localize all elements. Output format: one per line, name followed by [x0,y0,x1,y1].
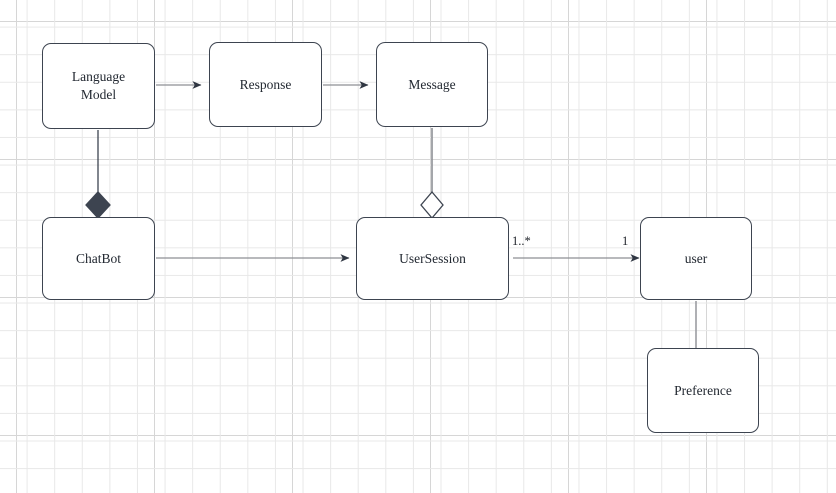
node-chatbot-label: ChatBot [75,250,121,266]
multiplicity-user: 1 [622,234,629,248]
node-language-model[interactable]: Language Model [42,43,155,129]
node-preference-label: Preference [674,382,732,398]
node-user[interactable]: user [640,217,752,300]
node-language-model-label: Language Model [71,69,126,102]
node-usersession[interactable]: UserSession [356,217,509,300]
edge-message-to-usersession [420,128,444,220]
node-response[interactable]: Response [209,42,322,127]
node-usersession-label: UserSession [399,250,466,266]
node-message[interactable]: Message [376,42,488,127]
hollow-diamond-icon [420,190,444,220]
node-message-label: Message [408,76,456,92]
edge-language-model-to-chatbot [85,130,111,219]
filled-diamond-icon [85,191,111,219]
node-response-label: Response [239,76,292,92]
node-chatbot[interactable]: ChatBot [42,217,155,300]
multiplicity-usersession: 1..* [512,234,531,248]
node-user-label: user [684,250,708,266]
node-preference[interactable]: Preference [647,348,759,433]
